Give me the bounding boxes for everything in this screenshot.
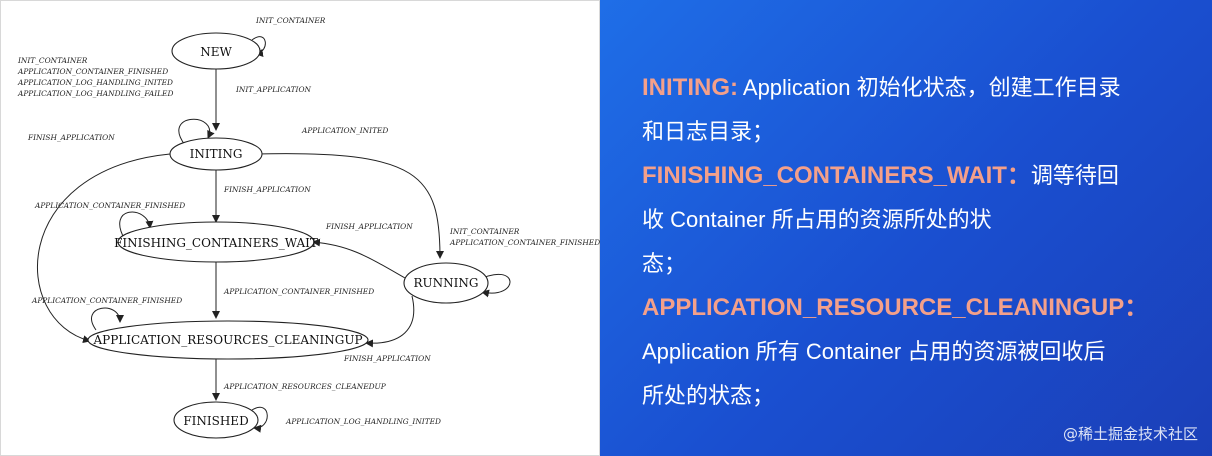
label-running-to-finishing: FINISH_APPLICATION xyxy=(325,222,413,231)
keyword-cleaning: APPLICATION_RESOURCE_CLEANINGUP： xyxy=(642,294,1149,321)
state-diagram: NEW INITING FINISHING_CONTAINERS_WAIT RU… xyxy=(17,16,600,439)
item-cleaning: APPLICATION_RESOURCE_CLEANINGUP： xyxy=(642,286,1192,330)
description-panel: INITING: Application 初始化状态，创建工作目录 和日志目录；… xyxy=(642,66,1192,418)
state-label-finishing: FINISHING_CONTAINERS_WAIT xyxy=(114,236,318,250)
label-cleaning-to-finished: APPLICATION_RESOURCES_CLEANEDUP xyxy=(223,382,387,391)
state-running xyxy=(403,262,489,304)
watermark: @稀土掘金技术社区 xyxy=(1062,425,1198,443)
edge-initing-to-running xyxy=(255,153,444,259)
state-cleaning xyxy=(87,320,369,360)
label-initing-to-finishing: FINISH_APPLICATION xyxy=(223,185,311,194)
label-new-to-initing: INIT_APPLICATION xyxy=(235,85,312,94)
state-label-finished: FINISHED xyxy=(183,414,248,428)
keyword-finishing: FINISHING_CONTAINERS_WAIT xyxy=(642,162,1007,189)
item-cleaning-cont: 所处的状态； xyxy=(642,383,775,408)
edge-cleaning-self xyxy=(91,307,124,331)
label-finishing-to-cleaning: APPLICATION_CONTAINER_FINISHED xyxy=(223,287,374,296)
state-diagram-card: NEW INITING FINISHING_CONTAINERS_WAIT RU… xyxy=(0,0,600,456)
edge-running-self xyxy=(477,274,511,298)
state-finished xyxy=(173,401,259,439)
edge-running-to-cleaning xyxy=(365,295,415,348)
label-finished-self: APPLICATION_LOG_HANDLING_INITED xyxy=(285,417,441,426)
item-finishing: FINISHING_CONTAINERS_WAIT：调等待回 xyxy=(642,154,1192,198)
item-cleaning-text: Application 所有 Container 占用的资源被回收后 xyxy=(642,339,1106,364)
state-finishing xyxy=(117,221,315,263)
label-new-self: INIT_CONTAINER xyxy=(255,16,326,25)
edge-finishing-self xyxy=(119,211,154,241)
label-new-multi-3: APPLICATION_LOG_HANDLING_INITED xyxy=(17,78,173,87)
label-new-multi-1: INIT_CONTAINER xyxy=(17,56,88,65)
label-initing-inited: APPLICATION_INITED xyxy=(301,126,388,135)
text-initing: Application 初始化状态，创建工作目录 xyxy=(738,75,1121,100)
label-new-multi-4: APPLICATION_LOG_HANDLING_FAILED xyxy=(17,89,173,98)
text-finishing: 调等待回 xyxy=(1030,163,1119,188)
state-label-cleaning: APPLICATION_RESOURCES_CLEANINGUP xyxy=(92,333,362,347)
keyword-finishing-colon: ： xyxy=(1006,162,1031,189)
state-label-new: NEW xyxy=(200,45,232,59)
edge-finished-self xyxy=(251,407,268,433)
item-initing: INITING: Application 初始化状态，创建工作目录 xyxy=(642,66,1192,110)
keyword-initing: INITING: xyxy=(642,74,738,101)
edge-initing-to-cleaning xyxy=(37,153,171,344)
label-cleaning-self: APPLICATION_CONTAINER_FINISHED xyxy=(31,296,182,305)
item-initing-cont: 和日志目录； xyxy=(642,119,775,144)
state-label-initing: INITING xyxy=(190,147,243,161)
state-label-running: RUNNING xyxy=(414,276,479,290)
state-initing xyxy=(169,137,263,171)
state-new xyxy=(171,32,261,70)
item-finishing-cont: 收 Container 所占用的资源所处的状 xyxy=(642,207,992,232)
label-new-multi-2: APPLICATION_CONTAINER_FINISHED xyxy=(17,67,168,76)
label-running-self-1: INIT_CONTAINER xyxy=(449,227,520,236)
edge-initing-self xyxy=(178,118,215,146)
label-initing-finish-app: FINISH_APPLICATION xyxy=(27,133,115,142)
edge-running-to-finishing xyxy=(312,238,406,279)
item-finishing-cont2: 态； xyxy=(642,251,687,276)
label-running-self-2: APPLICATION_CONTAINER_FINISHED xyxy=(449,238,600,247)
label-running-to-cleaning: FINISH_APPLICATION xyxy=(343,354,431,363)
label-finishing-self: APPLICATION_CONTAINER_FINISHED xyxy=(34,201,185,210)
